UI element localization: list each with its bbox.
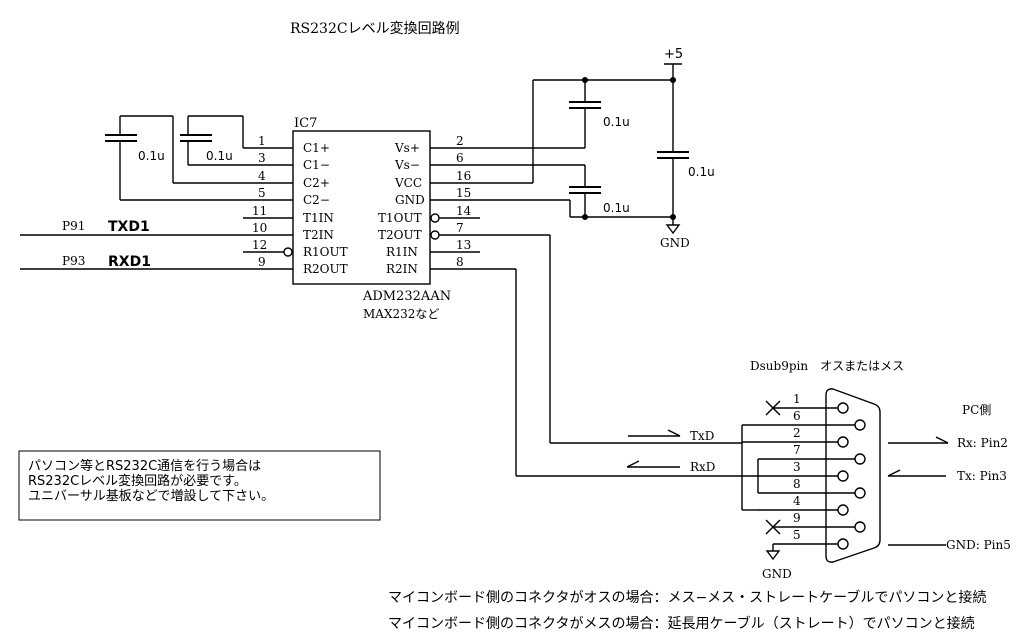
conn-pin-4: 4 — [793, 494, 801, 508]
pin-name-r2out: R2OUT — [303, 262, 348, 276]
conn-pin-6: 6 — [793, 409, 801, 423]
pin-name-t2out: T2OUT — [378, 228, 422, 242]
label-txd1: TXD1 — [108, 219, 150, 235]
pin-name-c2p: C2+ — [303, 176, 330, 190]
pin-num-2: 2 — [456, 134, 464, 148]
conn-pin-5: 5 — [793, 528, 801, 542]
pin-name-c1p: C1+ — [303, 141, 330, 155]
pin-name-c2m: C2− — [303, 193, 330, 207]
pin-name-vcc: VCC — [394, 176, 422, 190]
pin-num-11: 11 — [252, 204, 267, 218]
rxd-line: RxD — [480, 268, 742, 477]
note-line-1: パソコン等とRS232C通信を行う場合は — [28, 458, 261, 474]
pin-num-1: 1 — [258, 134, 266, 148]
pin-name-r1out: R1OUT — [303, 245, 348, 259]
pin-num-16: 16 — [456, 169, 471, 183]
pin-num-8: 8 — [456, 255, 464, 269]
pin-name-t2in: T2IN — [303, 228, 334, 242]
conn-pin-9: 9 — [793, 511, 801, 525]
junction-dots — [582, 77, 676, 220]
connector-title: Dsub9pin オスまたはメス — [750, 359, 904, 373]
capacitor-c1: 0.1u — [180, 115, 244, 166]
ic-right-pins: 2 6 16 15 14 7 13 8 Vs+ Vs− VCC GND T1OU… — [378, 134, 480, 276]
capacitor-c2-value: 0.1u — [138, 149, 165, 163]
label-rxd1: RXD1 — [108, 254, 151, 270]
connector-gnd-label: GND — [762, 567, 792, 581]
pin-num-9: 9 — [258, 255, 266, 269]
txd-line: TxD — [480, 234, 742, 444]
pin-num-13: 13 — [456, 238, 471, 252]
pc-label: PC側 — [962, 403, 991, 417]
pin-num-15: 15 — [456, 186, 471, 200]
ic-ref: IC7 — [294, 116, 317, 131]
vcc-label: +5 — [664, 47, 683, 62]
pin-name-vsp: Vs+ — [394, 141, 420, 155]
ic-part: ADM232AAN — [362, 289, 451, 304]
gnd-label: GND — [660, 236, 690, 250]
pin-name-gnd: GND — [395, 193, 425, 207]
pin-num-7: 7 — [456, 221, 464, 235]
pin-num-10: 10 — [252, 221, 267, 235]
rxd1-signal: P93 RXD1 — [20, 254, 243, 270]
pin-num-3: 3 — [258, 151, 266, 165]
capacitor-c1-value: 0.1u — [206, 149, 233, 163]
ic-body — [292, 130, 431, 285]
pc-side: PC側 Rx: Pin2 Tx: Pin3 GND: Pin5 — [887, 403, 1011, 552]
note-line-2: RS232Cレベル変換回路が必要です。 — [28, 473, 247, 489]
note-line-3: ユニバーサル基板などで増設して下さい。 — [28, 488, 274, 504]
pin-num-12: 12 — [252, 238, 267, 252]
pin-name-t1in: T1IN — [303, 211, 334, 225]
pin-num-4: 4 — [258, 169, 266, 183]
ic-alt: MAX232など — [363, 307, 439, 321]
capacitor-c4-value: 0.1u — [603, 201, 630, 215]
conn-pin-3: 3 — [793, 460, 801, 474]
capacitor-c2: 0.1u — [105, 115, 243, 201]
conn-pin-2: 2 — [793, 426, 801, 440]
power-network: +5 0.1u 0.1u 0.1u GND — [480, 47, 715, 250]
conn-pin-1: 1 — [793, 392, 801, 406]
conn-pin-7: 7 — [793, 443, 801, 457]
pin-name-t1out: T1OUT — [378, 211, 422, 225]
pin-name-r2in: R2IN — [386, 262, 418, 276]
capacitor-c5-value: 0.1u — [688, 165, 715, 179]
dsub9-connector: Dsub9pin オスまたはメス GND — [741, 359, 904, 581]
label-txd: TxD — [690, 429, 714, 443]
txd1-signal: P91 TXD1 — [20, 219, 243, 236]
pc-gnd-label: GND: Pin5 — [946, 538, 1011, 552]
label-rxd: RxD — [690, 460, 715, 474]
diagram-title: RS232Cレベル変換回路例 — [290, 20, 460, 37]
pin-num-14: 14 — [456, 204, 472, 218]
footer-line-1: マイコンボード側のコネクタがオスの場合：メス−メス・ストレートケーブルでパソコン… — [388, 589, 986, 606]
pc-rx-label: Rx: Pin2 — [957, 436, 1008, 450]
pin-name-c1m: C1− — [303, 158, 330, 172]
pin-name-r1in: R1IN — [386, 245, 418, 259]
footer-line-2: マイコンボード側のコネクタがメスの場合：延長用ケーブル（ストレート）でパソコンと… — [388, 615, 975, 632]
label-p93: P93 — [62, 254, 85, 268]
ic-left-pins: 1 3 4 5 11 10 12 9 C1+ C1− C2+ C2− T1IN … — [243, 134, 348, 276]
pin-num-6: 6 — [456, 151, 464, 165]
pc-tx-label: Tx: Pin3 — [957, 469, 1007, 483]
conn-pin-8: 8 — [793, 477, 801, 491]
pin-name-vsm: Vs− — [394, 158, 420, 172]
capacitor-c3-value: 0.1u — [603, 115, 630, 129]
label-p91: P91 — [62, 219, 85, 233]
note-box: パソコン等とRS232C通信を行う場合は RS232Cレベル変換回路が必要です。… — [18, 450, 381, 521]
pin-num-5: 5 — [258, 186, 266, 200]
